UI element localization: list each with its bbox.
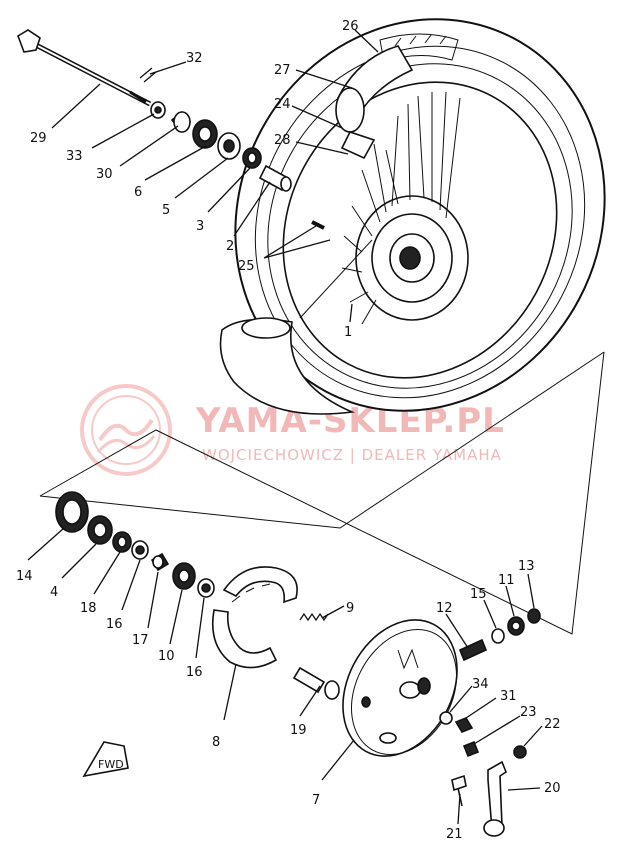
callout-14: 14 [16,569,33,584]
callout-5: 5 [162,203,170,218]
callout-24: 24 [274,97,291,112]
callout-31: 31 [500,689,517,704]
brake-shoes [211,566,298,669]
callout-32: 32 [186,51,203,66]
callout-13: 13 [518,559,535,574]
callout-33: 33 [66,149,83,164]
wheel-hub [299,91,469,325]
callout-10: 10 [158,649,175,664]
callout-26: 26 [342,19,359,34]
callout-6: 6 [134,185,142,200]
callout-2: 2 [226,239,234,254]
callout-4: 4 [50,585,58,600]
callout-9: 9 [346,601,354,616]
callout-8: 8 [212,735,220,750]
callout-12: 12 [436,601,453,616]
brake-plate [342,619,458,757]
callout-20: 20 [544,781,561,796]
callout-17: 17 [132,633,149,648]
watermark: YAMA-SKLEP.PL WOJCIECHOWICZ | DEALER YAM… [80,384,505,476]
callout-27: 27 [274,63,291,78]
callout-34: 34 [472,677,489,692]
callout-3: 3 [196,219,204,234]
callout-23: 23 [520,705,537,720]
front-axle [17,29,152,107]
lower-hub-parts [55,491,215,598]
upper-axle-parts [150,101,292,192]
watermark-subtitle: WOJCIECHOWICZ | DEALER YAMAHA [202,446,502,464]
callout-29: 29 [30,131,47,146]
watermark-logo-icon [80,384,172,476]
cotter-pin [139,67,157,83]
callout-7: 7 [312,793,320,808]
brake-lever-parts [439,711,527,837]
fwd-direction-icon: FWD [82,741,129,778]
callout-28: 28 [274,133,291,148]
watermark-title: YAMA-SKLEP.PL [195,401,505,441]
brake-cam-shaft [292,666,340,700]
tube-and-rim-band [335,45,414,160]
callout-21: 21 [446,827,463,842]
cable-adjuster-parts [458,608,541,662]
callout-15: 15 [470,587,487,602]
callout-11: 11 [498,573,515,588]
assembly-frame-lines [39,351,605,635]
spoke-nipple [311,220,325,230]
callout-19: 19 [290,723,307,738]
callout-1: 1 [344,325,352,340]
callout-16a: 16 [106,617,123,632]
callout-22: 22 [544,717,561,732]
callout-16b: 16 [186,665,203,680]
callout-18: 18 [80,601,97,616]
brake-spring [299,612,329,622]
callout-25: 25 [238,259,255,274]
callout-30: 30 [96,167,113,182]
callout-labels: 26 27 24 28 32 29 33 30 6 5 3 2 25 1 14 … [16,19,561,842]
fwd-label: FWD [98,758,124,771]
leader-lines [27,29,543,825]
